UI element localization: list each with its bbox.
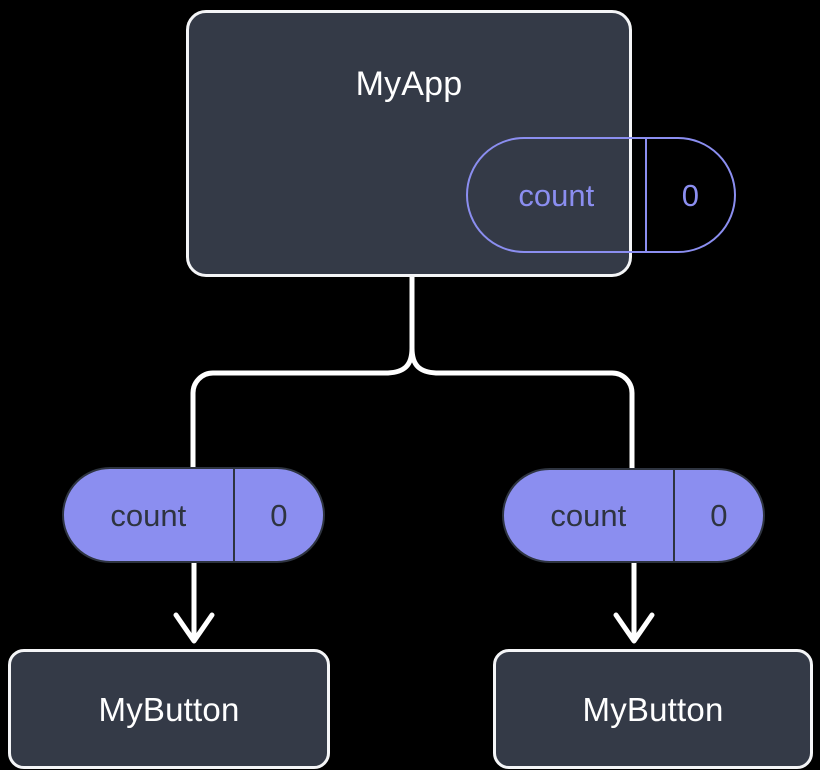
component-label-mybutton: MyButton bbox=[582, 690, 724, 728]
prop-pill-right[interactable]: count 0 bbox=[502, 468, 765, 563]
component-card-myapp[interactable]: MyApp count 0 bbox=[186, 10, 736, 277]
arrow-left-head-icon bbox=[173, 612, 215, 644]
prop-pill-key: count bbox=[550, 498, 627, 533]
prop-pill-left[interactable]: count 0 bbox=[62, 467, 325, 563]
fork-wire-right bbox=[409, 345, 635, 471]
state-pill-myapp[interactable]: count 0 bbox=[466, 137, 736, 253]
state-pill-key: count bbox=[518, 177, 595, 213]
component-card-mybutton-right[interactable]: MyButton bbox=[493, 649, 813, 769]
prop-pill-value: 0 bbox=[672, 470, 763, 561]
prop-pill-value: 0 bbox=[232, 469, 323, 561]
component-label-myapp: MyApp bbox=[355, 65, 463, 103]
fork-wire-left bbox=[190, 345, 415, 470]
state-pill-value: 0 bbox=[644, 139, 734, 251]
arrow-right-head-icon bbox=[613, 612, 655, 644]
component-card-mybutton-left[interactable]: MyButton bbox=[8, 649, 330, 769]
component-label-mybutton: MyButton bbox=[98, 690, 240, 728]
prop-pill-key: count bbox=[110, 497, 187, 533]
